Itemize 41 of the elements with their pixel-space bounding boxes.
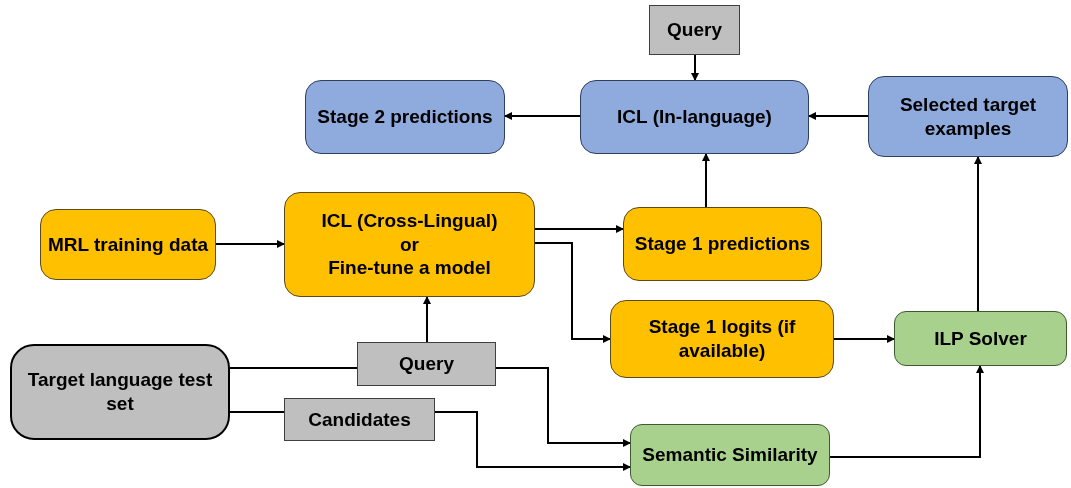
arrow [423, 296, 431, 343]
node-label: MRL training data [47, 232, 209, 257]
process-box [40, 209, 216, 280]
input-box [649, 5, 740, 55]
arrow [534, 242, 611, 343]
arrow [808, 112, 869, 120]
node-label: ILP Solver [934, 326, 1027, 351]
node-label: Stage 1 predictions [634, 232, 811, 256]
process-box [630, 424, 830, 486]
process-box [623, 207, 822, 281]
arrow [215, 240, 285, 248]
process-box [894, 311, 1067, 366]
data-box [10, 344, 230, 440]
node-label: ICL (In-language) [617, 105, 772, 129]
arrow [702, 153, 710, 208]
node-label: Selected target examples [898, 92, 1038, 141]
process-box [580, 80, 809, 154]
process-box [610, 300, 834, 378]
arrow [504, 112, 581, 120]
node-label: Fine-tune a model [328, 256, 491, 281]
process-box [868, 76, 1068, 157]
arrow [495, 367, 631, 447]
node-label: ICL (Cross-Lingual) [321, 208, 498, 233]
arrow [434, 411, 631, 471]
arrow [534, 225, 624, 233]
node-label: Semantic Similarity [642, 443, 818, 467]
node-label: Stage 2 predictions [317, 105, 493, 129]
process-box [305, 80, 505, 154]
node-label: or [400, 232, 419, 257]
node-label: Target language test set [26, 368, 214, 416]
node-label: Query [399, 352, 454, 376]
node-label: Candidates [308, 407, 411, 432]
arrow [691, 54, 699, 81]
input-box [357, 342, 496, 386]
arrow [829, 365, 984, 458]
process-box [284, 192, 535, 297]
node-label: Query [667, 18, 722, 42]
input-box [284, 398, 435, 441]
arrow [833, 335, 895, 343]
arrow [974, 156, 982, 312]
node-label: Stage 1 logits (if available) [647, 315, 797, 363]
